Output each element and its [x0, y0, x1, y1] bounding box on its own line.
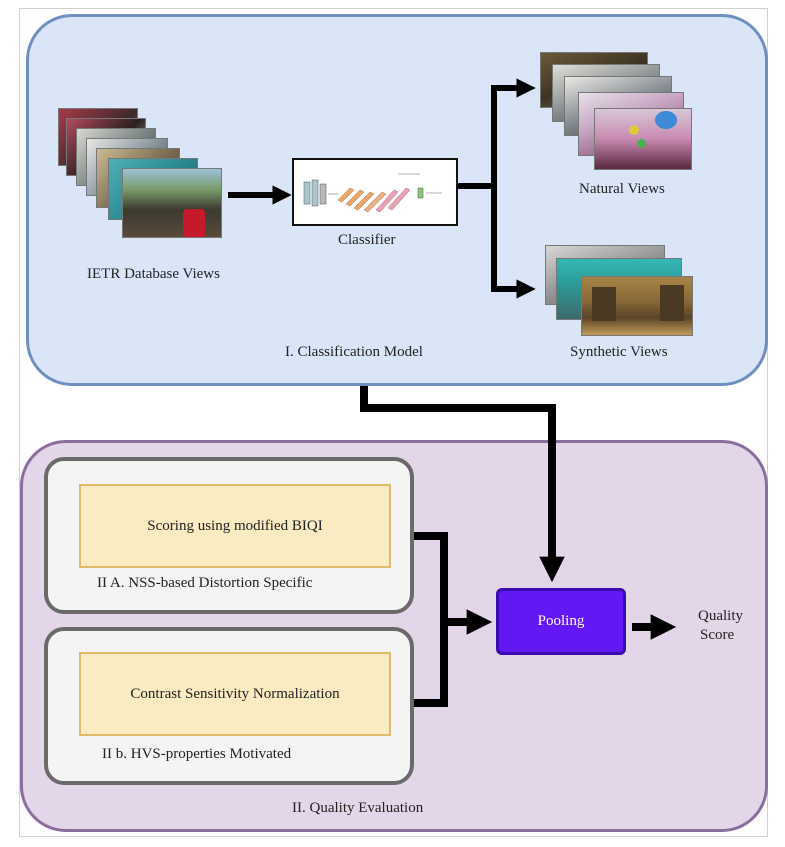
modified-biqi-scoring-box: Scoring using modified BIQI [79, 484, 391, 568]
modified-biqi-scoring-text: Scoring using modified BIQI [147, 517, 323, 534]
cnn-architecture-icon [303, 173, 442, 213]
balloon-shape [629, 125, 639, 135]
classification-model-caption: I. Classification Model [285, 344, 423, 360]
balloon-shape [637, 139, 646, 148]
synthetic-view-thumbnail [581, 276, 693, 336]
figure-frame [19, 8, 768, 837]
quality-score-label-line2: Score [700, 627, 735, 643]
natural-views-label: Natural Views [579, 181, 665, 197]
synthetic-views-label: Synthetic Views [570, 344, 668, 360]
classifier-label: Classifier [338, 232, 396, 248]
classifier-to-synthetic-arrow [491, 186, 536, 299]
quality-score-label-line1: Quality [698, 608, 743, 624]
balloon-shape [655, 111, 677, 129]
view-thumbnail [122, 168, 222, 238]
pooling-label: Pooling [537, 613, 585, 629]
natural-view-thumbnail [594, 108, 692, 170]
quality-evaluation-caption: II. Quality Evaluation [292, 800, 424, 816]
pooling-box: Pooling [496, 588, 626, 655]
nss-distortion-specific-caption: II A. NSS-based Distortion Specific [97, 575, 313, 591]
building-shape [660, 285, 684, 321]
building-shape [592, 287, 616, 321]
branch-a-to-pooling-connector [414, 532, 448, 707]
ietr-database-views-label: IETR Database Views [87, 266, 220, 282]
classification-to-pooling-arrow [360, 386, 565, 583]
contrast-sensitivity-normalization-text: Contrast Sensitivity Normalization [130, 685, 340, 702]
classifier-box [292, 158, 458, 226]
classifier-to-views-fork [458, 78, 536, 189]
contrast-sensitivity-normalization-box: Contrast Sensitivity Normalization [79, 652, 391, 736]
hvs-properties-caption: II b. HVS-properties Motivated [102, 746, 292, 762]
person-figure [183, 209, 205, 237]
